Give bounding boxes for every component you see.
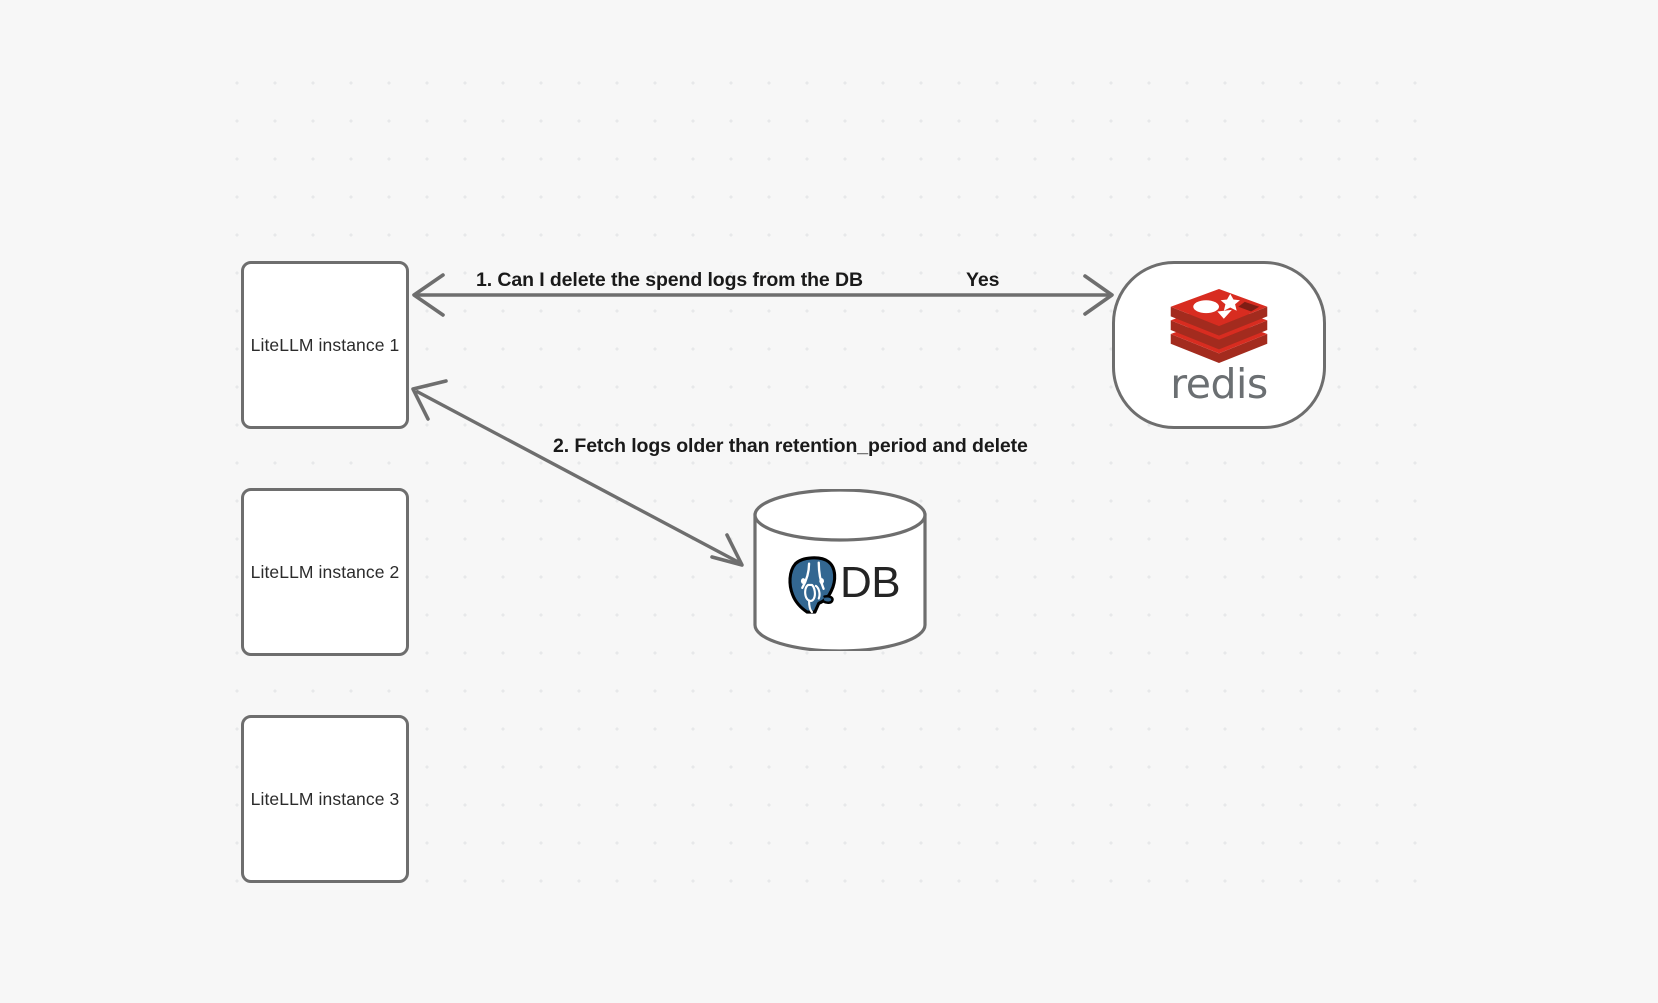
node-litellm-instance-1[interactable]: LiteLLM instance 1 (241, 261, 409, 429)
node-litellm-instance-2-label: LiteLLM instance 2 (250, 561, 400, 582)
postgresql-elephant-icon (788, 556, 837, 614)
redis-logo-icon (1170, 288, 1268, 363)
node-litellm-instance-1-label: LiteLLM instance 1 (250, 334, 400, 355)
node-litellm-instance-3[interactable]: LiteLLM instance 3 (241, 715, 409, 883)
edge-label-step-2: 2. Fetch logs older than retention_perio… (553, 435, 1028, 457)
node-redis[interactable]: redis (1112, 261, 1326, 429)
database-logo: DB (752, 489, 928, 651)
edge-label-step-1: 1. Can I delete the spend logs from the … (476, 269, 863, 291)
node-database[interactable]: DB (752, 489, 928, 651)
edge-litellm1-db (411, 379, 744, 567)
database-cylinder-shape (753, 489, 927, 651)
node-litellm-instance-3-label: LiteLLM instance 3 (250, 788, 400, 809)
redis-logo: redis (1167, 288, 1271, 408)
redis-wordmark: redis (1170, 359, 1268, 408)
database-label: DB (839, 558, 901, 607)
node-litellm-instance-2[interactable]: LiteLLM instance 2 (241, 488, 409, 656)
edge-label-reply-yes: Yes (966, 269, 1000, 291)
